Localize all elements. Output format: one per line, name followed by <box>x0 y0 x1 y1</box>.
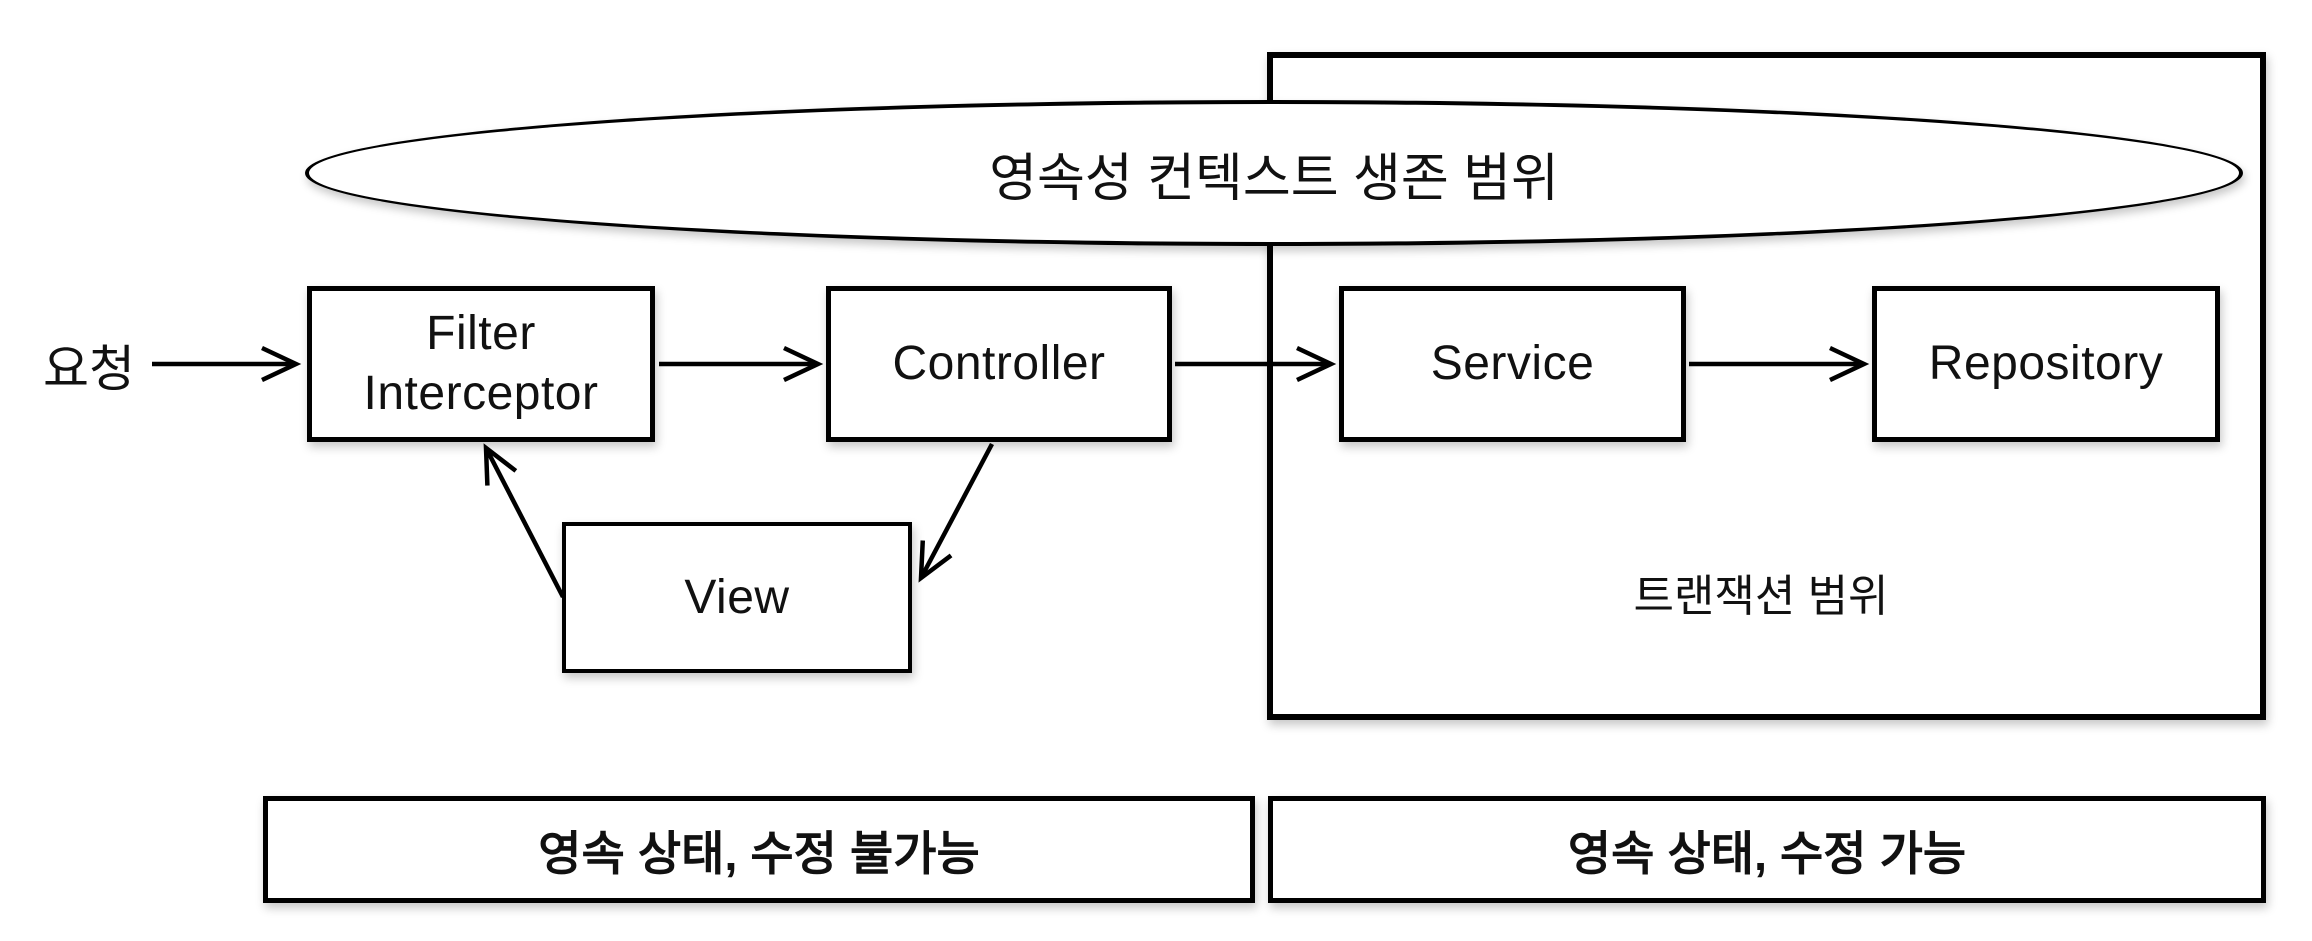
legend-persistent-immutable-box: 영속 상태, 수정 불가능 <box>263 796 1255 903</box>
persistent-state-mutable-label: 영속 상태, 수정 가능 <box>1567 827 1967 880</box>
filter-interceptor-box: Filter Interceptor <box>307 286 655 442</box>
persistence-scope-label: 영속성 컨텍스트 생존 범위 <box>989 149 1559 208</box>
persistence-context-scope-ellipse: 영속성 컨텍스트 생존 범위 <box>305 100 2243 246</box>
service-label: Service <box>1430 337 1595 390</box>
controller-label: Controller <box>892 337 1106 390</box>
request-label: 요청 <box>43 341 135 397</box>
controller-to-view-arrow <box>918 442 994 583</box>
transaction-scope-label: 트랜잭션 범위 <box>1633 572 1889 621</box>
view-label: View <box>684 570 790 624</box>
view-to-filter-arrow <box>483 443 565 599</box>
repository-box: Repository <box>1872 286 2220 442</box>
service-box: Service <box>1339 286 1686 442</box>
controller-box: Controller <box>826 286 1172 442</box>
filter-label-line1: Filter <box>426 307 536 360</box>
legend-persistent-mutable-box: 영속 상태, 수정 가능 <box>1268 796 2266 903</box>
view-box: View <box>562 522 912 673</box>
filter-label-line2: Interceptor <box>363 367 599 420</box>
repository-label: Repository <box>1928 337 2164 390</box>
persistent-state-immutable-label: 영속 상태, 수정 불가능 <box>538 827 980 880</box>
